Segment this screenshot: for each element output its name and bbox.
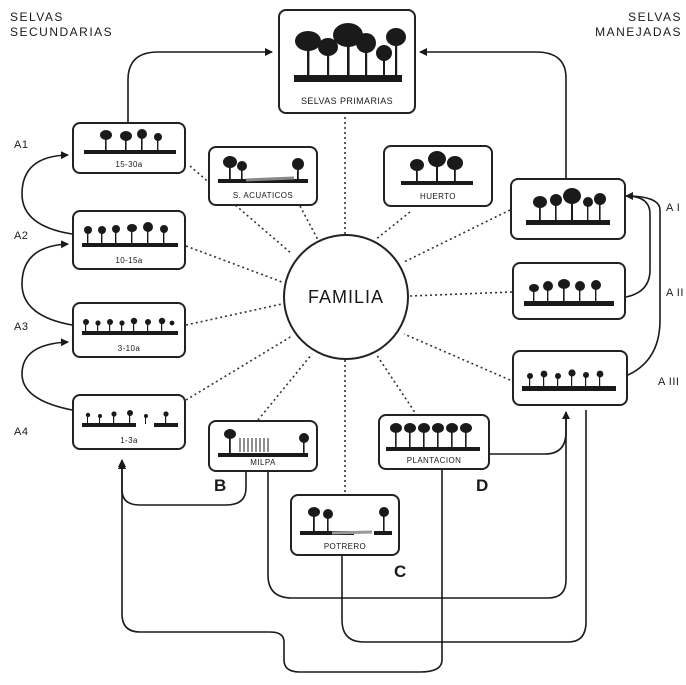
node-huerto: HUERTO bbox=[383, 145, 493, 207]
node-label-acuaticos: S. ACUATICOS bbox=[232, 191, 294, 200]
node-label-potrero: POTRERO bbox=[323, 542, 367, 551]
node-caption-a2: 10-15a bbox=[115, 256, 143, 265]
arrow-aii-to-ai bbox=[625, 192, 651, 298]
managed-forest-aiii-icon bbox=[522, 369, 616, 391]
tag-aiii: A III bbox=[658, 376, 680, 388]
tag-a4: A4 bbox=[14, 426, 29, 438]
node-potrero: POTRERO bbox=[290, 494, 400, 556]
letter-b: B bbox=[214, 476, 227, 495]
orchard-icon bbox=[401, 151, 473, 185]
tall-forest-icon bbox=[294, 23, 406, 82]
managed-forest-aii-icon bbox=[524, 279, 614, 306]
heading-left-line1: SELVAS bbox=[10, 10, 64, 24]
center-label: FAMILIA bbox=[307, 286, 385, 307]
node-selvas-primarias: SELVAS PRIMARIAS bbox=[278, 9, 416, 114]
heading-selvas-manejadas: SELVAS MANEJADAS bbox=[595, 10, 682, 40]
tag-a1: A1 bbox=[14, 139, 29, 151]
node-acuaticos: S. ACUATICOS bbox=[208, 146, 318, 206]
secondary-forest-a4-icon bbox=[82, 410, 178, 427]
arrow-plantacion-loop bbox=[118, 461, 443, 673]
node-label-huerto: HUERTO bbox=[420, 192, 456, 201]
milpa-icon bbox=[218, 429, 309, 457]
center-familia: FAMILIA bbox=[283, 234, 409, 360]
managed-forest-ai-icon bbox=[526, 188, 610, 225]
arrow-a2-to-a1 bbox=[21, 151, 73, 235]
secondary-forest-a2-icon bbox=[82, 222, 178, 247]
arrow-a4-to-a3 bbox=[21, 338, 73, 411]
node-milpa: MILPA bbox=[208, 420, 318, 472]
tag-a3: A3 bbox=[14, 321, 29, 333]
tag-aii: A II bbox=[666, 287, 684, 299]
pasture-icon bbox=[300, 507, 392, 535]
node-managed-aii bbox=[512, 262, 626, 320]
letter-c: C bbox=[394, 562, 407, 581]
node-managed-ai bbox=[510, 178, 626, 240]
arrow-potrero-loop bbox=[341, 410, 587, 643]
node-secondary-a2: 10-15a bbox=[72, 210, 186, 270]
node-caption-a3: 3-10a bbox=[117, 344, 141, 353]
heading-right-line1: SELVAS bbox=[628, 10, 682, 24]
aquatic-forest-icon bbox=[218, 156, 308, 183]
secondary-forest-a1-icon bbox=[84, 129, 176, 154]
heading-right-line2: MANEJADAS bbox=[595, 25, 682, 39]
node-label-selvas-primarias: SELVAS PRIMARIAS bbox=[300, 96, 394, 106]
node-label-plantacion: PLANTACION bbox=[406, 456, 462, 465]
node-caption-a1: 15-30a bbox=[115, 160, 143, 169]
tag-ai: A I bbox=[666, 202, 681, 214]
node-secondary-a3: 3-10a bbox=[72, 302, 186, 358]
node-secondary-a4: 1-3a bbox=[72, 394, 186, 450]
node-plantacion: PLANTACION bbox=[378, 414, 490, 470]
radial-spokes bbox=[185, 112, 513, 494]
node-managed-aiii bbox=[512, 350, 628, 406]
arrow-a3-to-a2 bbox=[21, 240, 73, 326]
arrow-milpa-to-a4 bbox=[118, 459, 247, 506]
arrow-a1-to-primary bbox=[127, 48, 273, 122]
secondary-forest-a3-icon bbox=[82, 317, 178, 335]
arrow-plantacion-to-aiii bbox=[490, 411, 570, 455]
letter-d: D bbox=[476, 476, 489, 495]
heading-selvas-secundarias: SELVAS SECUNDARIAS bbox=[10, 10, 113, 40]
arrow-aiii-to-aii bbox=[625, 195, 661, 376]
node-caption-a4: 1-3a bbox=[120, 436, 138, 445]
arrow-milpa-loop bbox=[267, 412, 567, 599]
node-label-milpa: MILPA bbox=[250, 458, 276, 467]
arrow-ai-to-primary bbox=[419, 48, 567, 178]
tag-a2: A2 bbox=[14, 230, 29, 242]
node-secondary-a1: 15-30a bbox=[72, 122, 186, 174]
plantation-icon bbox=[386, 423, 480, 451]
heading-left-line2: SECUNDARIAS bbox=[10, 25, 114, 39]
